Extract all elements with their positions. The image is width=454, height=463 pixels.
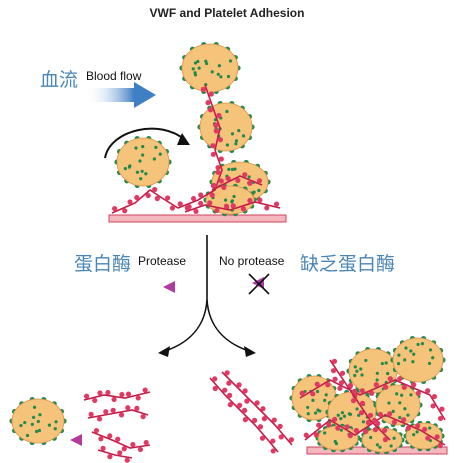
vwf-strand (83, 387, 151, 404)
blood-flow-label-en: Blood flow (86, 69, 142, 83)
platelet (359, 425, 405, 455)
protease-marker-bottom (70, 434, 82, 446)
vwf-strand (111, 84, 224, 214)
vwf-strand (329, 358, 391, 443)
no-protease-marker (248, 273, 270, 295)
platelet (179, 42, 241, 94)
platelet (114, 136, 172, 188)
split-arrows (158, 235, 256, 357)
vwf-strand (211, 172, 263, 191)
vwf-strand (221, 370, 295, 446)
no-protease-label-cn: 缺乏蛋白酶 (300, 253, 396, 275)
vwf-strand (97, 445, 133, 463)
rolling-arrow (104, 127, 190, 159)
no-protease-label-en: No protease (219, 254, 285, 268)
protease-label-en: Protease (138, 254, 187, 268)
platelet (390, 335, 446, 385)
vwf-strand (87, 405, 149, 422)
vessel-surface-top (108, 214, 287, 223)
protease-marker (163, 281, 175, 293)
vwf-strand (209, 376, 279, 454)
platelet (403, 420, 445, 452)
blood-flow-label-cn: 血流 (40, 69, 79, 91)
diagram-title: VWF and Platelet Adhesion (149, 6, 305, 20)
platelet (9, 396, 67, 446)
vwf-strand (184, 197, 281, 214)
protease-label-cn: 蛋白酶 (74, 253, 132, 275)
vwf-strand (91, 427, 151, 453)
platelet (197, 101, 255, 153)
vwf-strand (303, 411, 446, 449)
blood-flow-arrow (86, 82, 156, 108)
